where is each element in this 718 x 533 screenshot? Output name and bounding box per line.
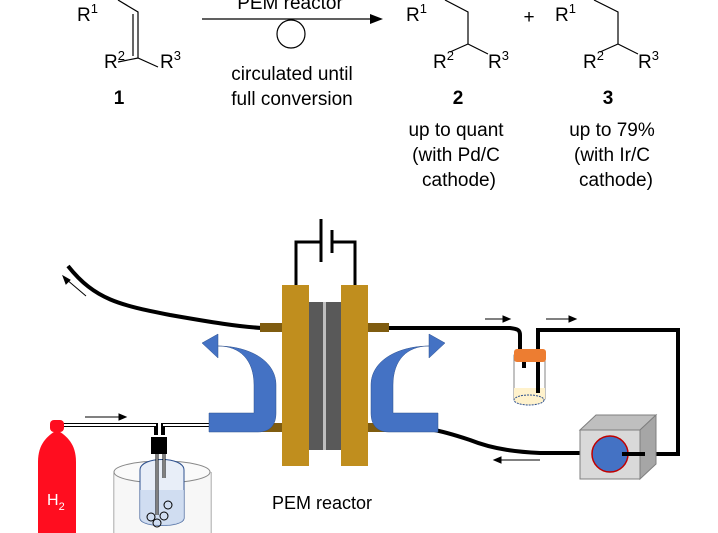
reaction-arrow: PEM reactor circulated until full conver… (202, 0, 383, 110)
connector (367, 323, 389, 332)
membrane (323, 302, 326, 450)
h2-label: H2 (47, 492, 65, 513)
r2-label: R2 (104, 48, 125, 73)
cathode-plate (341, 285, 368, 466)
connector (260, 423, 285, 432)
product-2: R1 R2 R3 2 up to quant (with Pd/C cathod… (406, 0, 509, 191)
u-turn-arrow-right-icon (370, 333, 446, 433)
product2-yield: up to quant (408, 120, 504, 141)
reactor-label: PEM reactor (272, 493, 372, 513)
r3-label: R3 (160, 48, 181, 73)
product3-cathode: cathode) (579, 170, 653, 191)
plus-sign: + (523, 7, 534, 28)
power-source-icon (294, 219, 357, 286)
compound-number-1: 1 (114, 88, 125, 109)
r1-label: R1 (406, 1, 427, 26)
flow-arrows (62, 274, 578, 464)
product3-yield: up to 79% (569, 120, 655, 141)
r1-label: R1 (77, 1, 98, 26)
anode-plate (282, 285, 309, 466)
collection-vial (513, 349, 546, 406)
compound-number-3: 3 (603, 88, 614, 109)
connector (260, 323, 285, 332)
arrow-label-below-2: full conversion (231, 89, 352, 110)
r2-label: R2 (583, 48, 604, 73)
bubbler-bath (113, 437, 212, 533)
r3-label: R3 (488, 48, 509, 73)
cathode-out-tube (388, 326, 522, 350)
h2-cylinder: H2 (38, 420, 76, 533)
outlet-tube (66, 264, 264, 330)
bubbler-stopper (151, 437, 167, 454)
product-3: R1 R2 R3 3 up to 79% (with Ir/C cathode) (555, 0, 659, 191)
compound-number-2: 2 (453, 88, 464, 109)
tubing (66, 264, 680, 456)
pem-reactor (260, 285, 389, 466)
r2-label: R2 (433, 48, 454, 73)
circulation-circle-icon (276, 19, 306, 49)
arrow-head-icon (370, 14, 383, 24)
product2-cathode: cathode) (422, 170, 496, 191)
pump-return-tube (536, 328, 680, 456)
arrow-label-above: PEM reactor (237, 0, 343, 14)
r3-label: R3 (638, 48, 659, 73)
arrow-label-below-1: circulated until (231, 64, 352, 85)
u-turn-arrow-left-icon (201, 333, 277, 433)
peristaltic-pump (578, 413, 658, 481)
reactant-1: R1 R2 R3 1 (77, 0, 181, 109)
r1-label: R1 (555, 1, 576, 26)
product2-catalyst: (with Pd/C (412, 145, 500, 166)
product3-catalyst: (with Ir/C (574, 145, 650, 166)
vial-cap (514, 349, 546, 362)
